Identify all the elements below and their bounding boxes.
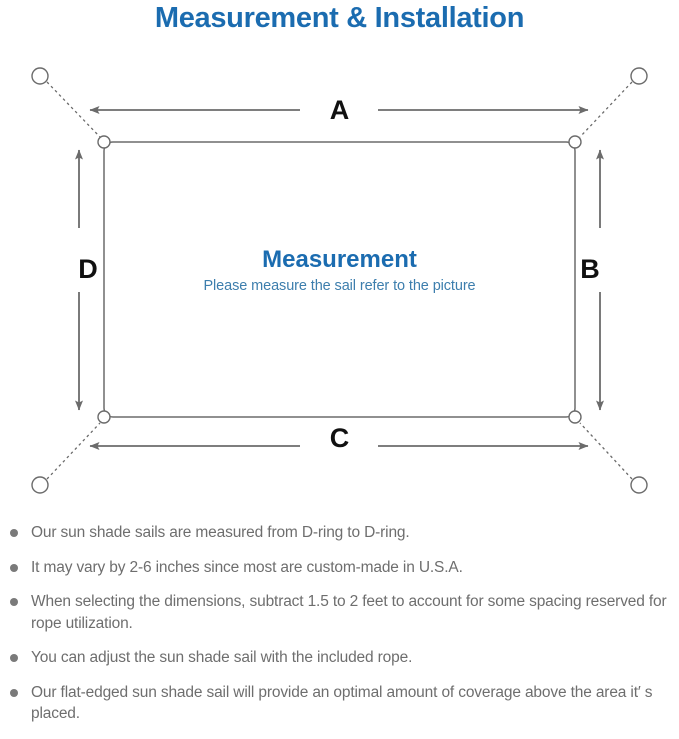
rope-bottom-left: [46, 422, 101, 480]
note-text: Our sun shade sails are measured from D-…: [31, 524, 410, 541]
d-ring-top-left: [97, 135, 111, 149]
d-rings: [97, 135, 582, 424]
bullet-icon: [10, 654, 18, 662]
list-item: You can adjust the sun shade sail with t…: [0, 647, 679, 669]
anchor-points: [31, 67, 648, 494]
sail-shape: [103, 141, 576, 418]
list-item: Our sun shade sails are measured from D-…: [0, 522, 679, 544]
d-ring-bottom-right: [568, 410, 582, 424]
bullet-icon: [10, 688, 18, 697]
bullet-icon: [10, 563, 18, 572]
bullet-icon: [10, 598, 18, 606]
dimension-label-d: D: [78, 254, 98, 284]
rope-lines: [46, 81, 633, 480]
measurement-diagram: Measurement Please measure the sail refe…: [0, 40, 679, 520]
dimension-label-b: B: [580, 254, 600, 284]
list-item: It may vary by 2-6 inches since most are…: [0, 557, 679, 579]
rope-bottom-right: [579, 422, 633, 480]
note-text: Our flat-edged sun shade sail will provi…: [31, 683, 653, 723]
anchor-bottom-left: [31, 476, 49, 494]
note-text: You can adjust the sun shade sail with t…: [31, 649, 413, 666]
list-item: Our flat-edged sun shade sail will provi…: [0, 682, 679, 725]
note-text: When selecting the dimensions, subtract …: [31, 593, 667, 632]
d-ring-top-right: [568, 135, 582, 149]
note-text: It may vary by 2-6 inches since most are…: [31, 558, 463, 576]
anchor-top-right: [630, 67, 648, 85]
anchor-bottom-right: [630, 476, 648, 494]
measurement-diagram-svg: [31, 67, 648, 494]
anchor-top-left: [31, 67, 49, 85]
d-ring-bottom-left: [97, 410, 111, 424]
list-item: When selecting the dimensions, subtract …: [0, 591, 679, 634]
rope-top-left: [46, 81, 101, 138]
dimension-label-a: A: [329, 95, 350, 125]
rope-top-right: [579, 81, 633, 138]
bullet-icon: [10, 529, 18, 537]
page-title: Measurement & Installation: [154, 2, 525, 34]
dimension-label-c: C: [329, 423, 350, 453]
notes-list: Our sun shade sails are measured from D-…: [0, 522, 679, 738]
